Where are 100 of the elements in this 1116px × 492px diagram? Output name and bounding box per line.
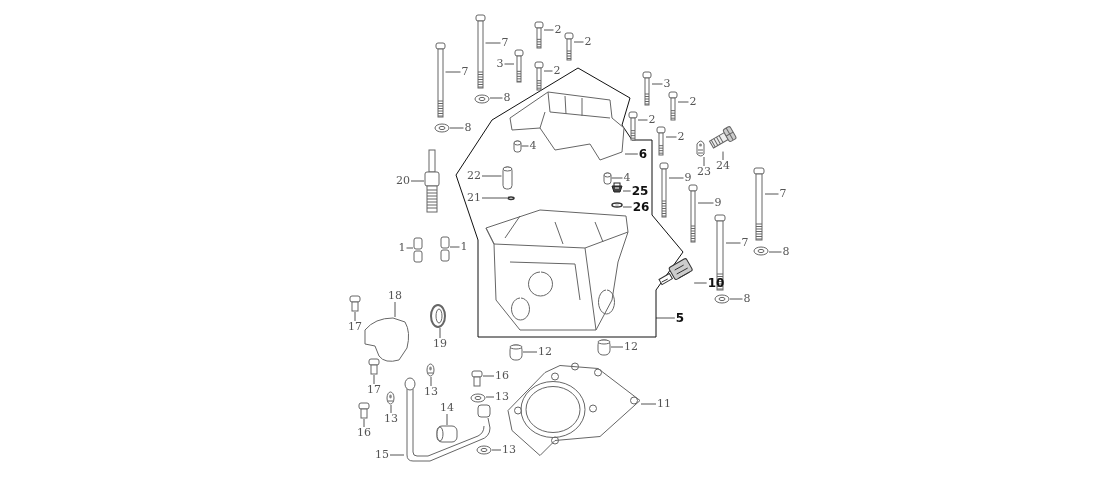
callout-number: 9 [713, 197, 723, 209]
bolt-drawing [534, 21, 544, 49]
bolt-drawing [668, 91, 678, 121]
callout-number: 26 [631, 201, 651, 213]
callout-number: 8 [502, 92, 512, 104]
leader-line [373, 374, 375, 385]
callout-number: 2 [688, 96, 698, 108]
dowel-drawing [597, 338, 611, 356]
bolt-drawing [514, 49, 524, 83]
callout-number: 8 [463, 122, 473, 134]
callout-number: 2 [552, 65, 562, 77]
leader-line [430, 376, 432, 387]
cylinder-head-drawing [485, 209, 629, 331]
bolt-drawing [474, 14, 486, 89]
washer-drawing [474, 94, 490, 104]
bolt-drawing [434, 42, 446, 118]
leader-line [622, 206, 633, 208]
camshaft-holder-drawing [509, 91, 625, 161]
leader-line [573, 41, 584, 43]
leader-line [693, 282, 708, 284]
bolt-drawing [471, 370, 483, 387]
callout-number: 11 [656, 398, 672, 410]
clip-drawing [425, 363, 435, 377]
callout-number: 18 [387, 290, 403, 302]
callout-number: 7 [778, 188, 788, 200]
leader-line [640, 403, 657, 405]
leader-line [449, 127, 464, 129]
callout-number: 17 [347, 321, 363, 333]
leader-line [543, 29, 554, 31]
callout-number: 9 [683, 172, 693, 184]
sleeve-drawing [501, 166, 513, 190]
leader-line [489, 97, 503, 99]
spark-plug-drawing [424, 149, 440, 213]
thermostat-housing-drawing [364, 317, 410, 363]
callout-number: 13 [494, 391, 510, 403]
callout-number: 3 [662, 78, 672, 90]
callout-number: 24 [715, 160, 731, 172]
filler-cap-drawing [611, 182, 623, 193]
bolt-drawing [753, 167, 765, 241]
callout-number: 1 [459, 241, 469, 253]
callout-number: 22 [466, 170, 482, 182]
callout-number: 23 [696, 166, 712, 178]
leader-line [354, 311, 356, 322]
group-outline [456, 68, 684, 339]
callout-number: 21 [466, 192, 482, 204]
leader-line [722, 151, 724, 161]
callout-number: 4 [622, 172, 632, 184]
valve-collet-drawing [413, 237, 423, 263]
callout-number: 7 [460, 66, 470, 78]
leader-line [439, 327, 441, 339]
leader-line [764, 193, 779, 195]
leader-line [449, 246, 460, 248]
callout-number: 15 [374, 449, 390, 461]
callout-number: 17 [366, 384, 382, 396]
washer-drawing [434, 123, 450, 133]
callout-number: 13 [423, 386, 439, 398]
bolt-drawing [564, 32, 574, 61]
callout-number: 16 [356, 427, 372, 439]
leader-line [389, 454, 405, 456]
leader-line [610, 346, 624, 348]
bolt-drawing [349, 295, 361, 312]
leader-line [482, 375, 495, 377]
callout-number: 8 [781, 246, 791, 258]
dowel-drawing [512, 139, 522, 153]
o-ring-drawing [507, 195, 515, 201]
seal-ring-drawing [430, 304, 446, 328]
leader-line [504, 63, 515, 65]
leader-line [543, 70, 553, 72]
callout-number: 3 [495, 58, 505, 70]
callout-number: 13 [383, 413, 399, 425]
leader-line [725, 242, 741, 244]
leader-line [491, 449, 502, 451]
leader-line [624, 153, 639, 155]
leader-line [485, 42, 501, 44]
callout-number: 7 [740, 237, 750, 249]
callout-number: 2 [553, 24, 563, 36]
bolt-drawing [659, 162, 669, 218]
leader-line [521, 145, 529, 147]
callout-number: 1 [397, 242, 407, 254]
callout-number: 20 [395, 175, 411, 187]
leader-line [611, 177, 623, 179]
leader-line [481, 175, 502, 177]
callout-number: 12 [623, 341, 639, 353]
leader-line [445, 71, 461, 73]
clip-drawing [696, 140, 705, 157]
leader-line [655, 317, 676, 319]
leader-line [668, 177, 684, 179]
leader-line [522, 351, 538, 353]
callout-number: 14 [439, 402, 455, 414]
valve-collet-drawing [440, 236, 450, 262]
leader-line [651, 83, 663, 85]
callout-number: 6 [637, 148, 649, 160]
leader-line [410, 180, 425, 182]
callout-number: 13 [501, 444, 517, 456]
callout-number: 7 [500, 37, 510, 49]
temperature-sensor-drawing [658, 256, 695, 286]
leader-line [703, 156, 705, 167]
leader-line [637, 119, 648, 121]
callout-number: 2 [647, 114, 657, 126]
leader-line [622, 190, 632, 192]
